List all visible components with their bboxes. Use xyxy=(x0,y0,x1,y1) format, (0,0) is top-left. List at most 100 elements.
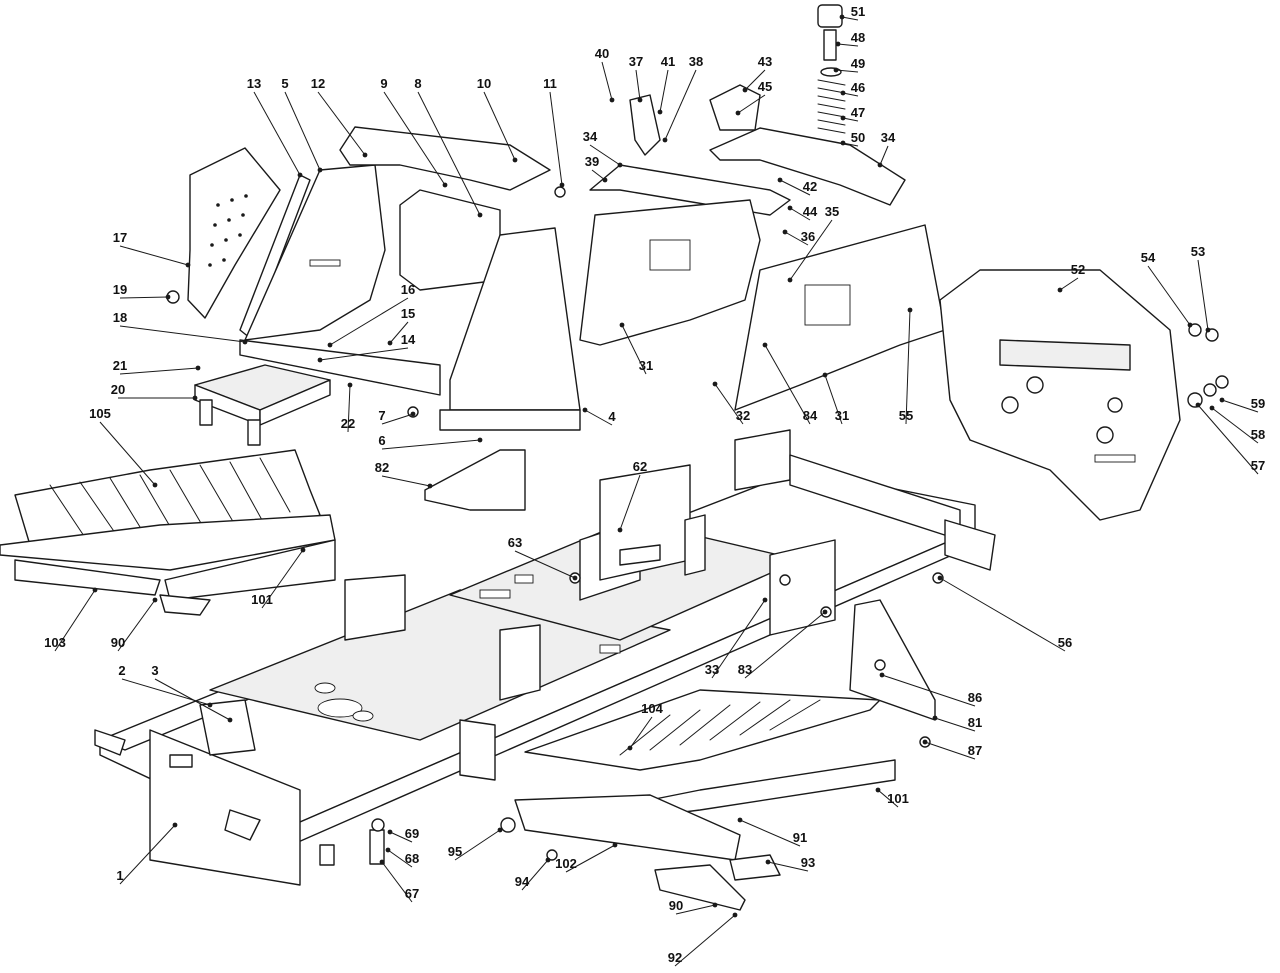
callout-dot xyxy=(497,827,503,833)
callout-dot xyxy=(822,609,828,615)
callout-label: 3 xyxy=(151,663,158,678)
callout-leader xyxy=(635,69,641,101)
fasteners xyxy=(369,572,944,865)
callout-leader xyxy=(939,577,1066,652)
callout-dot xyxy=(207,702,213,708)
callout-leader xyxy=(924,741,976,760)
callout-dot xyxy=(545,857,551,863)
callout-leader xyxy=(389,831,413,843)
callout-dot xyxy=(637,97,643,103)
callout-dot xyxy=(602,177,608,183)
callout-label: 83 xyxy=(738,662,752,677)
callout-dot xyxy=(922,739,928,745)
callout-leader xyxy=(319,347,409,361)
callout-label: 17 xyxy=(113,230,127,245)
callout-label: 49 xyxy=(851,56,865,71)
callout-label: 33 xyxy=(705,662,719,677)
callout-dot xyxy=(165,294,171,300)
callout-leader xyxy=(54,589,96,652)
callout-label: 104 xyxy=(641,701,663,716)
callout-leader xyxy=(841,16,859,21)
callout-dot xyxy=(195,365,201,371)
callout-label: 6 xyxy=(378,433,385,448)
callout-leader xyxy=(119,245,189,266)
callout-dot xyxy=(732,912,738,918)
callout-dot xyxy=(782,229,788,235)
callout-leader xyxy=(99,421,156,486)
callout-leader xyxy=(789,207,811,221)
callout-dot xyxy=(300,547,306,553)
main-frame xyxy=(94,429,996,886)
callout-dot xyxy=(840,90,846,96)
callout-dot xyxy=(840,140,846,146)
callout-label: 13 xyxy=(247,76,261,91)
callout-leader xyxy=(664,69,697,141)
callout-dot xyxy=(627,745,633,751)
callout-dot xyxy=(242,339,248,345)
left-footboard xyxy=(0,449,336,616)
callout-dot xyxy=(1187,322,1193,328)
front-panel-assembly xyxy=(166,126,581,511)
callout-dot xyxy=(572,575,578,581)
callout-leader xyxy=(119,325,246,343)
callout-dot xyxy=(185,262,191,268)
callout-dot xyxy=(92,587,98,593)
callout-label: 48 xyxy=(851,30,865,45)
callout-label: 52 xyxy=(1071,262,1085,277)
callout-label: 46 xyxy=(851,80,865,95)
callout-label: 45 xyxy=(758,79,772,94)
callout-label: 90 xyxy=(111,635,125,650)
callout-leader xyxy=(1059,277,1079,291)
callout-dot xyxy=(619,322,625,328)
callout-label: 57 xyxy=(1251,458,1265,473)
callout-label: 53 xyxy=(1191,244,1205,259)
callout-dot xyxy=(512,157,518,163)
callout-label: 10 xyxy=(477,76,491,91)
callout-leader xyxy=(253,91,301,176)
callout-leader xyxy=(619,474,641,531)
right-footboard xyxy=(514,599,936,911)
callout-leader xyxy=(629,716,653,749)
callout-dot xyxy=(742,87,748,93)
callout-label: 81 xyxy=(968,715,982,730)
callout-label: 34 xyxy=(583,129,598,144)
callout-dot xyxy=(737,817,743,823)
callout-leader xyxy=(549,91,563,186)
callout-dot xyxy=(762,597,768,603)
callout-label: 41 xyxy=(661,54,675,69)
callout-dot xyxy=(617,527,623,533)
callout-leader xyxy=(1221,399,1259,413)
callout-leader xyxy=(119,824,176,885)
callout-label: 20 xyxy=(111,382,125,397)
callout-leader xyxy=(835,69,859,73)
callout-dot xyxy=(777,177,783,183)
callout-dot xyxy=(657,109,663,115)
callout-dot xyxy=(477,437,483,443)
callout-leader xyxy=(454,829,501,861)
callout-label: 19 xyxy=(113,282,127,297)
callout-dot xyxy=(839,14,845,20)
callout-leader xyxy=(934,717,976,732)
callout-label: 86 xyxy=(968,690,982,705)
callout-leader xyxy=(779,179,811,196)
callout-dot xyxy=(192,395,198,401)
callout-dot xyxy=(840,115,846,121)
callout-leader xyxy=(417,91,481,216)
callout-leader xyxy=(389,321,409,344)
callout-leader xyxy=(905,309,911,425)
callout-label: 11 xyxy=(543,76,557,91)
callout-leader xyxy=(591,169,606,181)
callout-label: 47 xyxy=(851,105,865,120)
callout-label: 16 xyxy=(401,282,415,297)
callout-dot xyxy=(833,67,839,73)
callout-label: 69 xyxy=(405,826,419,841)
callout-leader xyxy=(881,674,976,707)
callout-leader xyxy=(659,69,669,113)
callout-label: 93 xyxy=(801,855,815,870)
callout-label: 103 xyxy=(44,635,66,650)
callout-leader xyxy=(117,599,156,652)
callout-leader xyxy=(739,819,801,847)
callout-label: 12 xyxy=(311,76,325,91)
